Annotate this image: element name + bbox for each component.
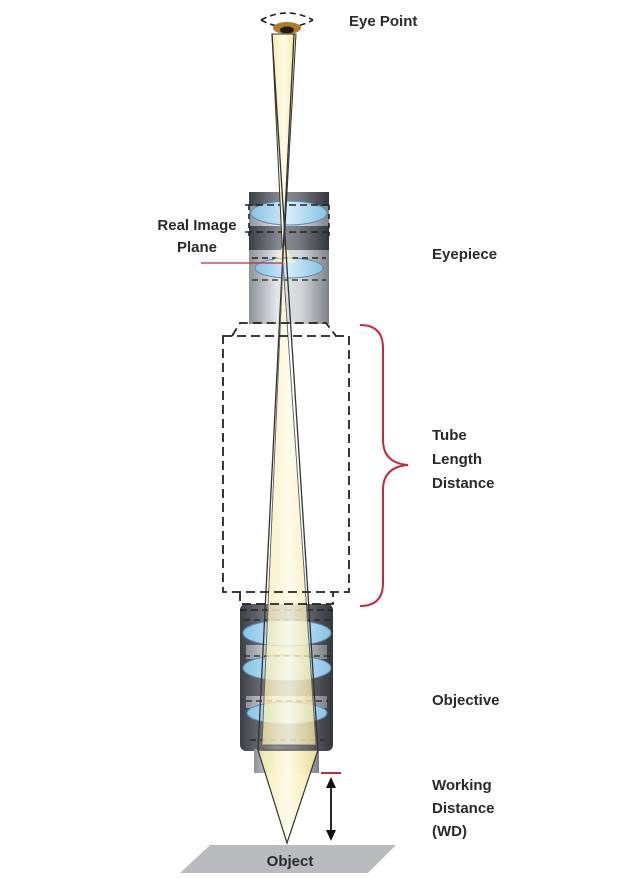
eye-point-label: Eye Point (349, 13, 417, 30)
eyepiece-lens-top (250, 200, 328, 226)
tube-length-label-line2: Length (432, 451, 482, 468)
eye-icon (260, 12, 314, 34)
working-distance-label-line1: Working (432, 777, 492, 794)
tube-length-label-line3: Distance (432, 475, 495, 492)
tube-length-bracket (359, 324, 409, 607)
beam-eyepiece-cone (272, 245, 296, 263)
working-distance-arrow (321, 772, 341, 841)
working-distance-label-line3: (WD) (432, 823, 467, 840)
real-image-plane-label-line1: Real Image (157, 217, 236, 234)
eyepiece-label: Eyepiece (432, 246, 497, 263)
object-plane (180, 845, 396, 873)
real-image-plane-label-line2: Plane (177, 239, 217, 256)
beam-eye-cone (271, 33, 297, 264)
object-label: Object (267, 853, 314, 870)
light-beam (257, 33, 319, 845)
tube-outline (222, 322, 350, 605)
beam-objective-cone (257, 749, 319, 845)
tube-length-label-line1: Tube (432, 427, 467, 444)
objective-label: Objective (432, 692, 500, 709)
working-distance-label-line2: Distance (432, 800, 495, 817)
